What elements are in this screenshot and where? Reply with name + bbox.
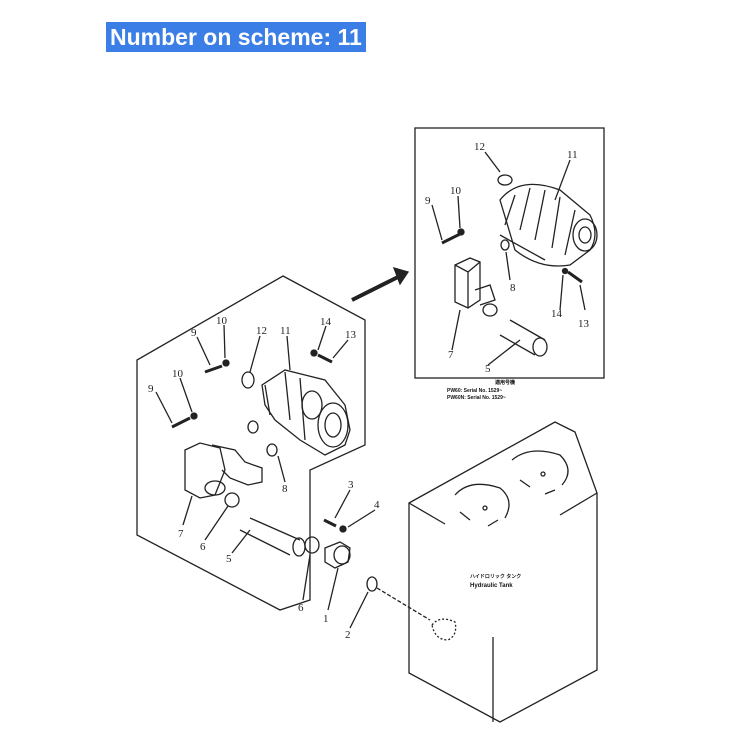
main-hose-5-icon [239, 517, 306, 557]
svg-text:10: 10 [216, 315, 228, 327]
main-elbow-7-icon [184, 442, 263, 499]
main-bolt-13-icon [317, 353, 333, 364]
main-callout-labels: 9 10 12 11 14 13 9 10 8 7 6 5 3 4 6 1 2 [148, 315, 380, 641]
main-assembly-frame [136, 275, 366, 611]
inset-bolt-9-icon [441, 232, 461, 245]
svg-text:5: 5 [485, 363, 491, 375]
inset-callout-labels: 12 11 10 9 8 7 14 13 5 [425, 141, 590, 375]
svg-text:13: 13 [578, 318, 590, 330]
main-washer-14-icon [310, 349, 318, 357]
inset-frame [414, 127, 605, 379]
svg-text:9: 9 [148, 383, 154, 395]
svg-text:7: 7 [178, 528, 184, 540]
svg-text:12: 12 [256, 325, 267, 337]
svg-text:10: 10 [172, 368, 184, 380]
main-bolt-9a-icon [204, 364, 223, 374]
main-oring-8b-icon [266, 443, 278, 457]
svg-text:9: 9 [191, 327, 197, 339]
svg-text:4: 4 [374, 499, 380, 511]
svg-text:14: 14 [551, 308, 563, 320]
svg-text:8: 8 [282, 483, 288, 495]
inset-clamp-6-icon [482, 303, 498, 317]
svg-text:6: 6 [298, 602, 304, 614]
svg-text:PW60N: Serial No. 1529~: PW60N: Serial No. 1529~ [447, 395, 506, 401]
main-oring-2-icon [366, 576, 378, 592]
inset-oring-12-icon [497, 174, 513, 186]
svg-text:13: 13 [345, 329, 357, 341]
main-pump-icon [261, 369, 351, 456]
inset-elbow-7-icon [454, 257, 496, 309]
inset-washer-10-icon [457, 228, 465, 236]
main-washer-10b-icon [190, 412, 198, 420]
main-washer-4-icon [339, 525, 347, 533]
main-oring-8a-icon [247, 420, 259, 434]
svg-text:ハイドロリック タンク: ハイドロリック タンク [470, 573, 521, 580]
svg-text:11: 11 [567, 149, 578, 161]
svg-text:1: 1 [323, 613, 329, 625]
scheme-number-badge: Number on scheme: 11 [106, 22, 366, 52]
svg-text:10: 10 [450, 185, 462, 197]
inset-oring-8-icon [500, 239, 510, 251]
main-bolt-9b-icon [171, 416, 191, 429]
svg-text:11: 11 [280, 325, 291, 337]
svg-text:3: 3 [348, 479, 354, 491]
inset-caption: 適用号機 PW60: Serial No. 1529~ PW60N: Seria… [447, 379, 515, 401]
main-clamp-6a-icon [224, 492, 240, 508]
svg-text:6: 6 [200, 541, 206, 553]
svg-text:14: 14 [320, 316, 332, 328]
arrow-icon [351, 267, 410, 302]
svg-text:Hydraulic Tank: Hydraulic Tank [470, 583, 513, 589]
main-bolt-3-icon [323, 518, 337, 528]
main-clamp-6b-icon [304, 536, 320, 554]
svg-text:12: 12 [474, 141, 485, 153]
inset-bolt-13-icon [567, 270, 583, 284]
hydraulic-tank-icon [408, 421, 598, 723]
inset-pump-icon [499, 183, 598, 267]
svg-text:9: 9 [425, 195, 431, 207]
tank-label: ハイドロリック タンク Hydraulic Tank [470, 573, 521, 589]
inset-hose-5-icon [499, 319, 548, 357]
svg-text:8: 8 [510, 282, 516, 294]
svg-text:7: 7 [448, 349, 454, 361]
svg-text:適用号機: 適用号機 [495, 379, 515, 386]
main-flange-1-icon [324, 541, 351, 569]
inset-washer-14-icon [561, 267, 569, 275]
main-washer-10a-icon [222, 359, 230, 367]
svg-text:PW60: Serial No. 1529~: PW60: Serial No. 1529~ [447, 388, 502, 394]
main-oring-12-icon [241, 371, 255, 389]
svg-text:2: 2 [345, 629, 351, 641]
svg-text:5: 5 [226, 553, 232, 565]
